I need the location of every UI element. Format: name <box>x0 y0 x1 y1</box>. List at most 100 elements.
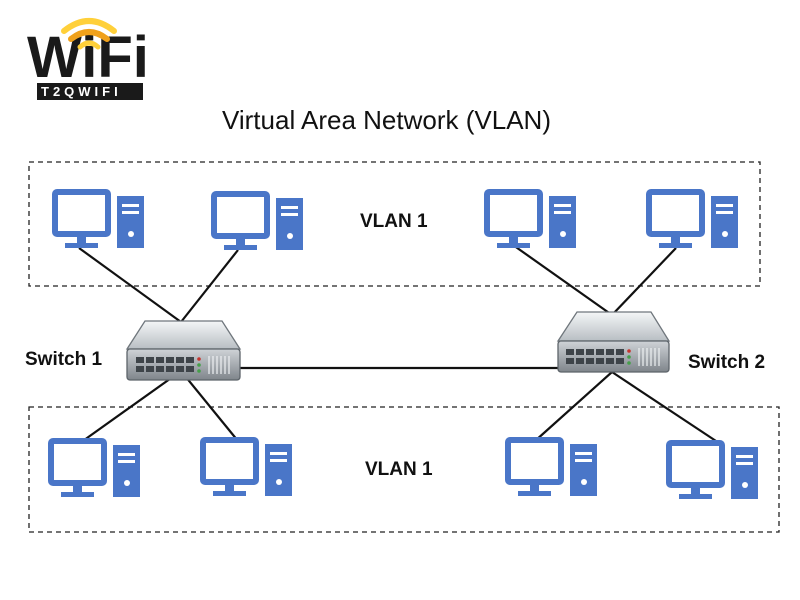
monitor-icon <box>666 440 725 488</box>
tower-icon <box>570 444 597 496</box>
computer-icon <box>505 437 597 496</box>
power-button-icon <box>128 231 134 237</box>
power-button-icon <box>560 231 566 237</box>
monitor-stand <box>691 488 700 495</box>
status-light-icon <box>627 361 631 365</box>
switch-label-2: Switch 2 <box>688 352 765 373</box>
tower-slot <box>554 204 571 207</box>
tower-slot <box>122 211 139 214</box>
monitor-base <box>659 243 692 248</box>
power-button-icon <box>581 479 587 485</box>
power-button-icon <box>124 480 130 486</box>
computer-icon <box>48 438 140 497</box>
switch-top <box>556 311 671 342</box>
monitor-stand <box>73 486 82 493</box>
tower-slot <box>736 462 753 465</box>
vlan-box-top <box>28 161 761 287</box>
switch-vent-icon <box>208 356 230 374</box>
monitor-icon <box>646 189 705 237</box>
tower-icon <box>731 447 758 499</box>
monitor-icon <box>211 191 270 239</box>
connection-line <box>611 371 717 442</box>
connection-line <box>78 247 182 323</box>
connection-line <box>180 249 239 323</box>
monitor-icon <box>484 189 543 237</box>
logo-subtext: T2QWIFI <box>41 84 122 99</box>
monitor-stand <box>671 237 680 244</box>
switch-front <box>557 340 670 373</box>
computer-icon <box>52 189 144 248</box>
status-light-icon <box>197 357 201 361</box>
tower-icon <box>265 444 292 496</box>
tower-slot <box>736 455 753 458</box>
tower-slot <box>118 460 135 463</box>
tower-slot <box>575 459 592 462</box>
monitor-stand <box>225 485 234 492</box>
monitor-base <box>61 492 94 497</box>
monitor-base <box>679 494 712 499</box>
tower-slot <box>281 213 298 216</box>
power-button-icon <box>722 231 728 237</box>
monitor-base <box>213 491 246 496</box>
wifi-arc-icon <box>77 40 101 50</box>
computer-icon <box>484 189 576 248</box>
tower-slot <box>118 453 135 456</box>
power-button-icon <box>276 479 282 485</box>
tower-slot <box>575 452 592 455</box>
computer-icon <box>666 440 758 499</box>
monitor-icon <box>200 437 259 485</box>
monitor-base <box>518 491 551 496</box>
power-button-icon <box>742 482 748 488</box>
brand-logo: WiFi T2QWIFI <box>27 18 149 100</box>
wifi-arc-icon <box>68 29 110 42</box>
tower-slot <box>281 206 298 209</box>
monitor-icon <box>505 437 564 485</box>
tower-icon <box>117 196 144 248</box>
status-light-icon <box>627 355 631 359</box>
monitor-stand <box>77 237 86 244</box>
connection-line <box>180 370 239 442</box>
wifi-arc-icon <box>61 18 117 34</box>
tower-slot <box>716 204 733 207</box>
switch-label-1: Switch 1 <box>25 349 103 370</box>
switch-front <box>126 348 241 381</box>
tower-slot <box>554 211 571 214</box>
monitor-base <box>224 245 257 250</box>
switch-device-1 <box>125 320 242 381</box>
monitor-icon <box>52 189 111 237</box>
monitor-base <box>65 243 98 248</box>
diagram-title: Virtual Area Network (VLAN) <box>222 105 551 135</box>
tower-icon <box>113 445 140 497</box>
monitor-base <box>497 243 530 248</box>
status-light-icon <box>197 369 201 373</box>
tower-slot <box>270 452 287 455</box>
vlan-box-bottom <box>28 406 780 533</box>
computer-icon <box>646 189 738 248</box>
monitor-icon <box>48 438 107 486</box>
switch-top <box>125 320 242 350</box>
monitor-stand <box>236 239 245 246</box>
power-button-icon <box>287 233 293 239</box>
vlan-label-top: VLAN 1 <box>360 211 428 232</box>
switch-device-2 <box>556 311 671 373</box>
tower-slot <box>270 459 287 462</box>
tower-icon <box>276 198 303 250</box>
switch-vent-icon <box>638 348 660 366</box>
tower-icon <box>711 196 738 248</box>
connection-line <box>534 371 613 442</box>
tower-slot <box>716 211 733 214</box>
connection-line <box>611 247 677 316</box>
tower-icon <box>549 196 576 248</box>
logo-wordmark: WiFi <box>27 25 149 90</box>
connection-line <box>512 244 613 316</box>
connection-line <box>79 370 182 444</box>
switch-port-icons <box>566 349 624 364</box>
vlan-label-bottom: VLAN 1 <box>365 459 433 480</box>
monitor-stand <box>509 237 518 244</box>
status-light-icon <box>197 363 201 367</box>
computer-icon <box>200 437 292 496</box>
status-light-icon <box>627 349 631 353</box>
switch-port-icons <box>136 357 194 372</box>
monitor-stand <box>530 485 539 492</box>
